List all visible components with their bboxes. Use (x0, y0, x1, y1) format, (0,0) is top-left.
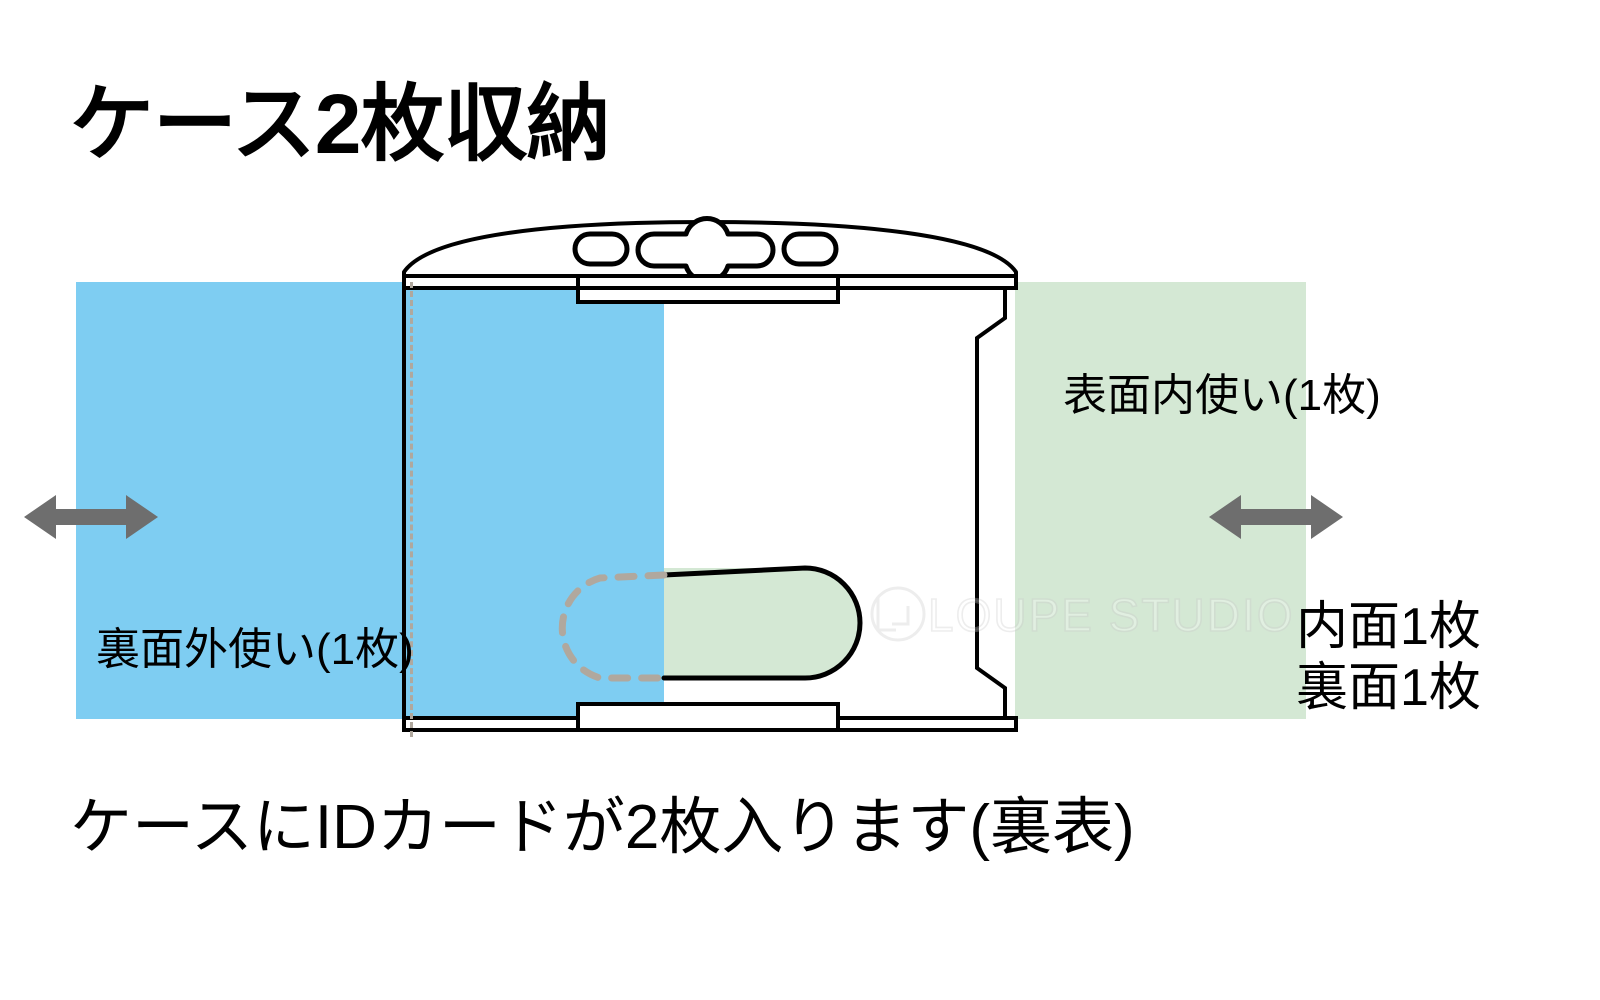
loupe-studio-logo-icon (870, 586, 926, 642)
cap-slot-left-oval (572, 231, 630, 267)
thumb-slot-outline (661, 565, 863, 681)
double-arrow-left-panel (24, 495, 158, 539)
back-card-caption: 裏面外使い(1枚) (96, 625, 414, 674)
watermark: LOUPE STUDIO (862, 578, 1293, 650)
page-title: ケース2枚収納 (70, 77, 611, 171)
card-fold-dashed-line (410, 282, 413, 737)
cap-slot-right-oval (781, 231, 839, 267)
capacity-back-line: 裏面1枚 (1296, 659, 1481, 718)
case-top-cap (402, 220, 1018, 278)
watermark-text: LOUPE STUDIO (927, 588, 1295, 642)
thumb-slot-green-fill (664, 568, 860, 678)
front-card-caption: 表面内使い(1枚) (1063, 371, 1381, 420)
front-card-panel (1015, 282, 1306, 719)
cap-slot-center-clip (635, 216, 776, 284)
double-arrow-right-panel (1209, 495, 1343, 539)
capacity-summary: 内面1枚 裏面1枚 (1296, 597, 1481, 720)
bottom-caption: ケースにIDカードが2枚入ります(裏表) (70, 793, 1135, 862)
capacity-inner-line: 内面1枚 (1296, 598, 1481, 656)
case-bottom-bar (402, 716, 1018, 732)
